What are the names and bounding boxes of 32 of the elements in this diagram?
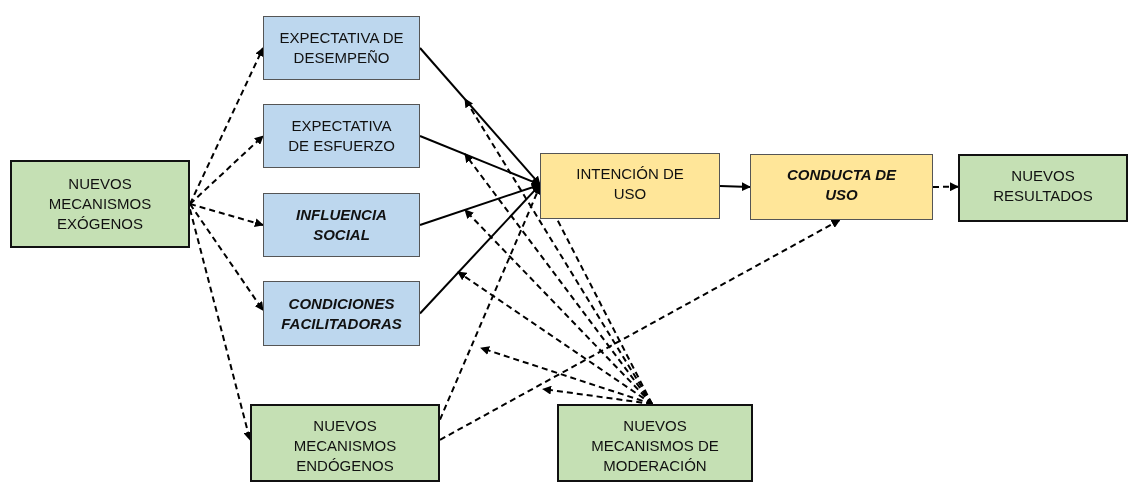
construct-box	[263, 16, 420, 80]
arrow	[719, 182, 751, 192]
box-label: EXPECTATIVA DE ESFUERZO	[287, 116, 396, 156]
box-label: CONDUCTA DE USO	[785, 165, 898, 205]
box-label: INFLUENCIA SOCIAL	[295, 205, 388, 245]
moderator-box	[557, 404, 753, 482]
box-label: CONDICIONES FACILITADORAS	[280, 293, 403, 334]
box-label: EXPECTATIVA DE DESEMPEÑO	[278, 28, 405, 68]
intention-box	[540, 153, 720, 219]
construct-box	[263, 281, 420, 346]
moderation-arrow	[464, 209, 654, 405]
box-label: NUEVOS RESULTADOS	[992, 166, 1094, 206]
factor-box	[10, 160, 190, 248]
construct-box	[263, 193, 420, 257]
box-label: NUEVOS MECANISMOS EXÓGENOS	[47, 174, 153, 234]
construct-box	[263, 104, 420, 168]
box-label: NUEVOS MECANISMOS ENDÓGENOS	[292, 416, 398, 476]
arrow	[932, 182, 959, 192]
arrow	[439, 219, 841, 441]
arrow	[419, 183, 541, 226]
arrow	[419, 183, 541, 315]
factor-box	[250, 404, 440, 482]
outcome-box	[958, 154, 1128, 222]
arrow	[189, 203, 264, 312]
box-label: NUEVOS MECANISMOS DE MODERACIÓN	[590, 416, 720, 476]
arrow	[189, 203, 264, 228]
arrow	[189, 135, 264, 205]
arrow	[419, 135, 541, 186]
moderation-arrow	[464, 98, 654, 405]
behavior-box	[750, 154, 933, 220]
box-label: INTENCIÓN DE USO	[575, 164, 685, 204]
arrow	[419, 47, 541, 186]
